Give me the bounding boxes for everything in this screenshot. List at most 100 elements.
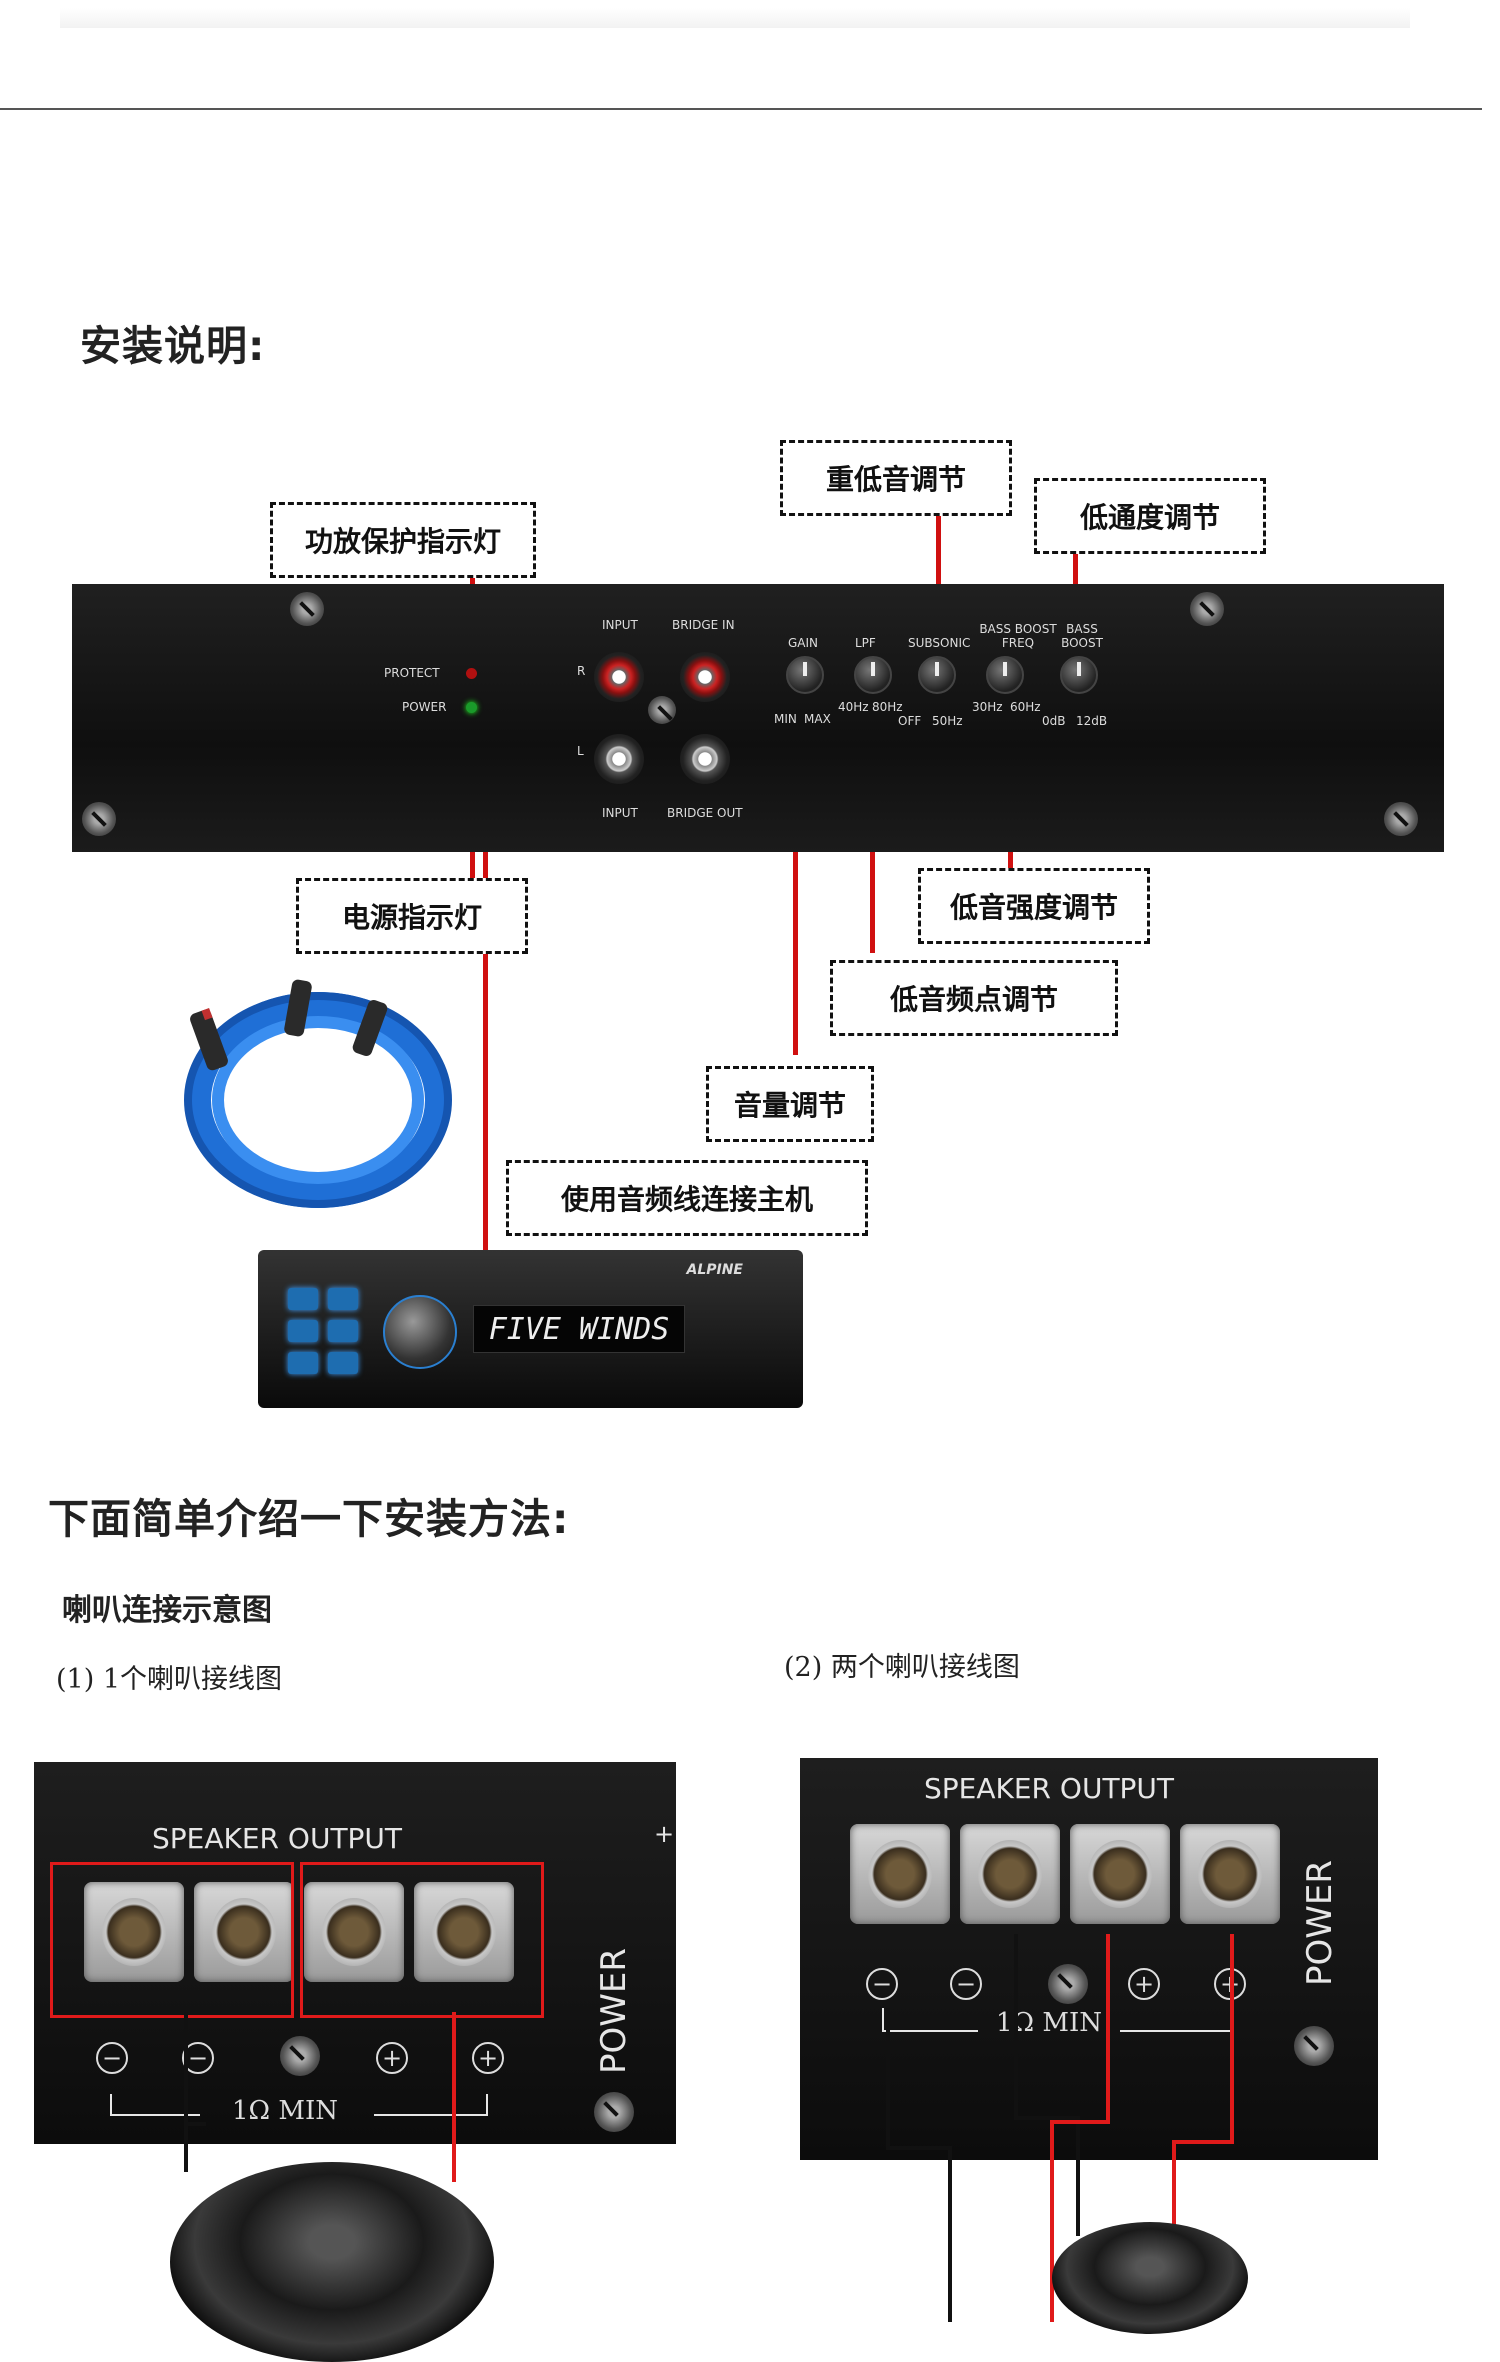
terminal-4 bbox=[1180, 1824, 1280, 1924]
bracket-line bbox=[110, 2114, 200, 2116]
wire-positive bbox=[452, 2012, 456, 2122]
head-unit-display: FIVE WINDS bbox=[473, 1305, 685, 1353]
channel-r-label: R bbox=[577, 664, 586, 678]
wire-positive-down bbox=[452, 2122, 456, 2182]
callout-protect-indicator: 功放保护指示灯 bbox=[270, 502, 536, 578]
subsonic-50: 50Hz bbox=[932, 714, 963, 728]
plus-icon: + bbox=[376, 2042, 408, 2074]
freq-30: 30Hz bbox=[972, 700, 1003, 714]
volume-dial-icon bbox=[383, 1295, 457, 1369]
bracket-line bbox=[882, 2008, 884, 2032]
lpf-knob[interactable] bbox=[854, 656, 892, 694]
head-button bbox=[328, 1288, 358, 1310]
minus-icon: − bbox=[182, 2042, 214, 2074]
gain-min: MIN bbox=[774, 712, 797, 726]
plus-icon: + bbox=[1128, 1968, 1160, 2000]
speaker-panel-2: SPEAKER OUTPUT − − + + 1Ω MIN POWER bbox=[800, 1758, 1378, 2160]
screw-icon bbox=[1294, 2026, 1334, 2066]
wire-negative-a-down bbox=[886, 2146, 952, 2150]
protect-label: PROTECT bbox=[384, 666, 440, 680]
gain-max: MAX bbox=[804, 712, 831, 726]
bracket-line bbox=[1120, 2030, 1230, 2032]
bracket-line bbox=[486, 2094, 488, 2116]
wire-negative-b-down bbox=[1076, 2116, 1080, 2236]
min-label: 1Ω MIN bbox=[232, 2096, 339, 2126]
bracket-line bbox=[374, 2114, 486, 2116]
power-label: POWER bbox=[402, 700, 447, 714]
callout-subwoofer-adjust: 重低音调节 bbox=[780, 440, 1012, 516]
terminal-4 bbox=[414, 1882, 514, 1982]
lpf-label: LPF bbox=[855, 636, 876, 650]
screw-icon bbox=[290, 592, 324, 626]
subsonic-knob[interactable] bbox=[918, 656, 956, 694]
callout-bass-strength: 低音强度调节 bbox=[918, 868, 1150, 944]
min-label: 1Ω MIN bbox=[996, 2008, 1103, 2038]
plus-mark: + bbox=[654, 1820, 675, 1848]
rca-input-l[interactable] bbox=[594, 734, 644, 784]
wire-positive-a-down bbox=[1050, 2120, 1106, 2124]
wire-positive-b-down bbox=[1172, 2140, 1234, 2144]
callout-power-indicator: 电源指示灯 bbox=[296, 878, 528, 954]
speaker-section-title: 喇叭连接示意图 bbox=[62, 1593, 272, 1628]
highlight-negative bbox=[50, 1862, 294, 2018]
boost-0: 0dB bbox=[1042, 714, 1066, 728]
wire-positive-a-down bbox=[1050, 2120, 1054, 2322]
wire-negative-b-down bbox=[1014, 2116, 1080, 2120]
terminal-2 bbox=[194, 1882, 294, 1982]
bracket-line bbox=[882, 2030, 978, 2032]
protect-led-icon bbox=[466, 668, 477, 679]
power-vertical-label: POWER bbox=[594, 1948, 634, 2074]
terminal-1 bbox=[84, 1882, 184, 1982]
speaker-output-title: SPEAKER OUTPUT bbox=[152, 1822, 403, 1855]
wire-positive-b bbox=[1230, 1934, 1234, 2144]
rca-cable-image bbox=[184, 979, 452, 1208]
minus-icon: − bbox=[950, 1968, 982, 2000]
screw-icon bbox=[1384, 802, 1418, 836]
head-unit-brand: ALPINE bbox=[686, 1262, 743, 1278]
highlight-positive bbox=[300, 1862, 544, 2018]
screw-icon bbox=[280, 2036, 320, 2076]
head-button bbox=[288, 1352, 318, 1374]
rca-bridge-in[interactable] bbox=[680, 652, 730, 702]
terminal-2 bbox=[960, 1824, 1060, 1924]
head-button bbox=[288, 1288, 318, 1310]
callout-connect-head-unit: 使用音频线连接主机 bbox=[506, 1160, 868, 1236]
terminal-3 bbox=[1070, 1824, 1170, 1924]
speaker-output-title: SPEAKER OUTPUT bbox=[924, 1772, 1175, 1805]
screw-icon bbox=[1190, 592, 1224, 626]
wire-negative bbox=[184, 2012, 188, 2122]
speaker-panel-1: SPEAKER OUTPUT + − − + + 1Ω MIN POWER bbox=[34, 1762, 676, 2144]
head-button bbox=[328, 1320, 358, 1342]
power-led-icon bbox=[466, 702, 477, 713]
screw-icon bbox=[82, 802, 116, 836]
input-bottom-label: INPUT bbox=[602, 806, 638, 820]
head-unit-image: FIVE WINDS ALPINE bbox=[258, 1250, 803, 1408]
subsonic-label: SUBSONIC bbox=[908, 636, 971, 650]
section-title: 安装说明: bbox=[80, 322, 266, 370]
screw-icon bbox=[1048, 1964, 1088, 2004]
rca-bridge-out[interactable] bbox=[680, 734, 730, 784]
callout-bass-freq: 低音频点调节 bbox=[830, 960, 1118, 1036]
terminal-3 bbox=[304, 1882, 404, 1982]
callout-lowpass-adjust: 低通度调节 bbox=[1034, 478, 1266, 554]
divider-line bbox=[0, 108, 1482, 110]
gain-knob[interactable] bbox=[786, 656, 824, 694]
speaker-woofer-image bbox=[170, 2162, 494, 2362]
wire-negative-down bbox=[184, 2122, 188, 2172]
callout-volume: 音量调节 bbox=[706, 1066, 874, 1142]
wire-negative-a-down bbox=[948, 2146, 952, 2322]
wire-rca bbox=[483, 672, 488, 1252]
terminal-1 bbox=[850, 1824, 950, 1924]
speaker-woofer-image bbox=[1052, 2222, 1248, 2334]
bass-boost-knob[interactable] bbox=[1060, 656, 1098, 694]
freq-60: 60Hz bbox=[1010, 700, 1041, 714]
bass-boost-freq-knob[interactable] bbox=[986, 656, 1024, 694]
power-vertical-label: POWER bbox=[1300, 1860, 1340, 1986]
minus-icon: − bbox=[96, 2042, 128, 2074]
bass-boost-label: BASS BOOST bbox=[1061, 622, 1103, 650]
rca-input-r[interactable] bbox=[594, 652, 644, 702]
bass-boost-freq-label: BASS BOOST FREQ bbox=[979, 622, 1057, 650]
wire-positive-b-down bbox=[1172, 2140, 1176, 2230]
diagram1-caption: (1) 1个喇叭接线图 bbox=[56, 1664, 283, 1695]
screw-icon bbox=[648, 696, 676, 724]
